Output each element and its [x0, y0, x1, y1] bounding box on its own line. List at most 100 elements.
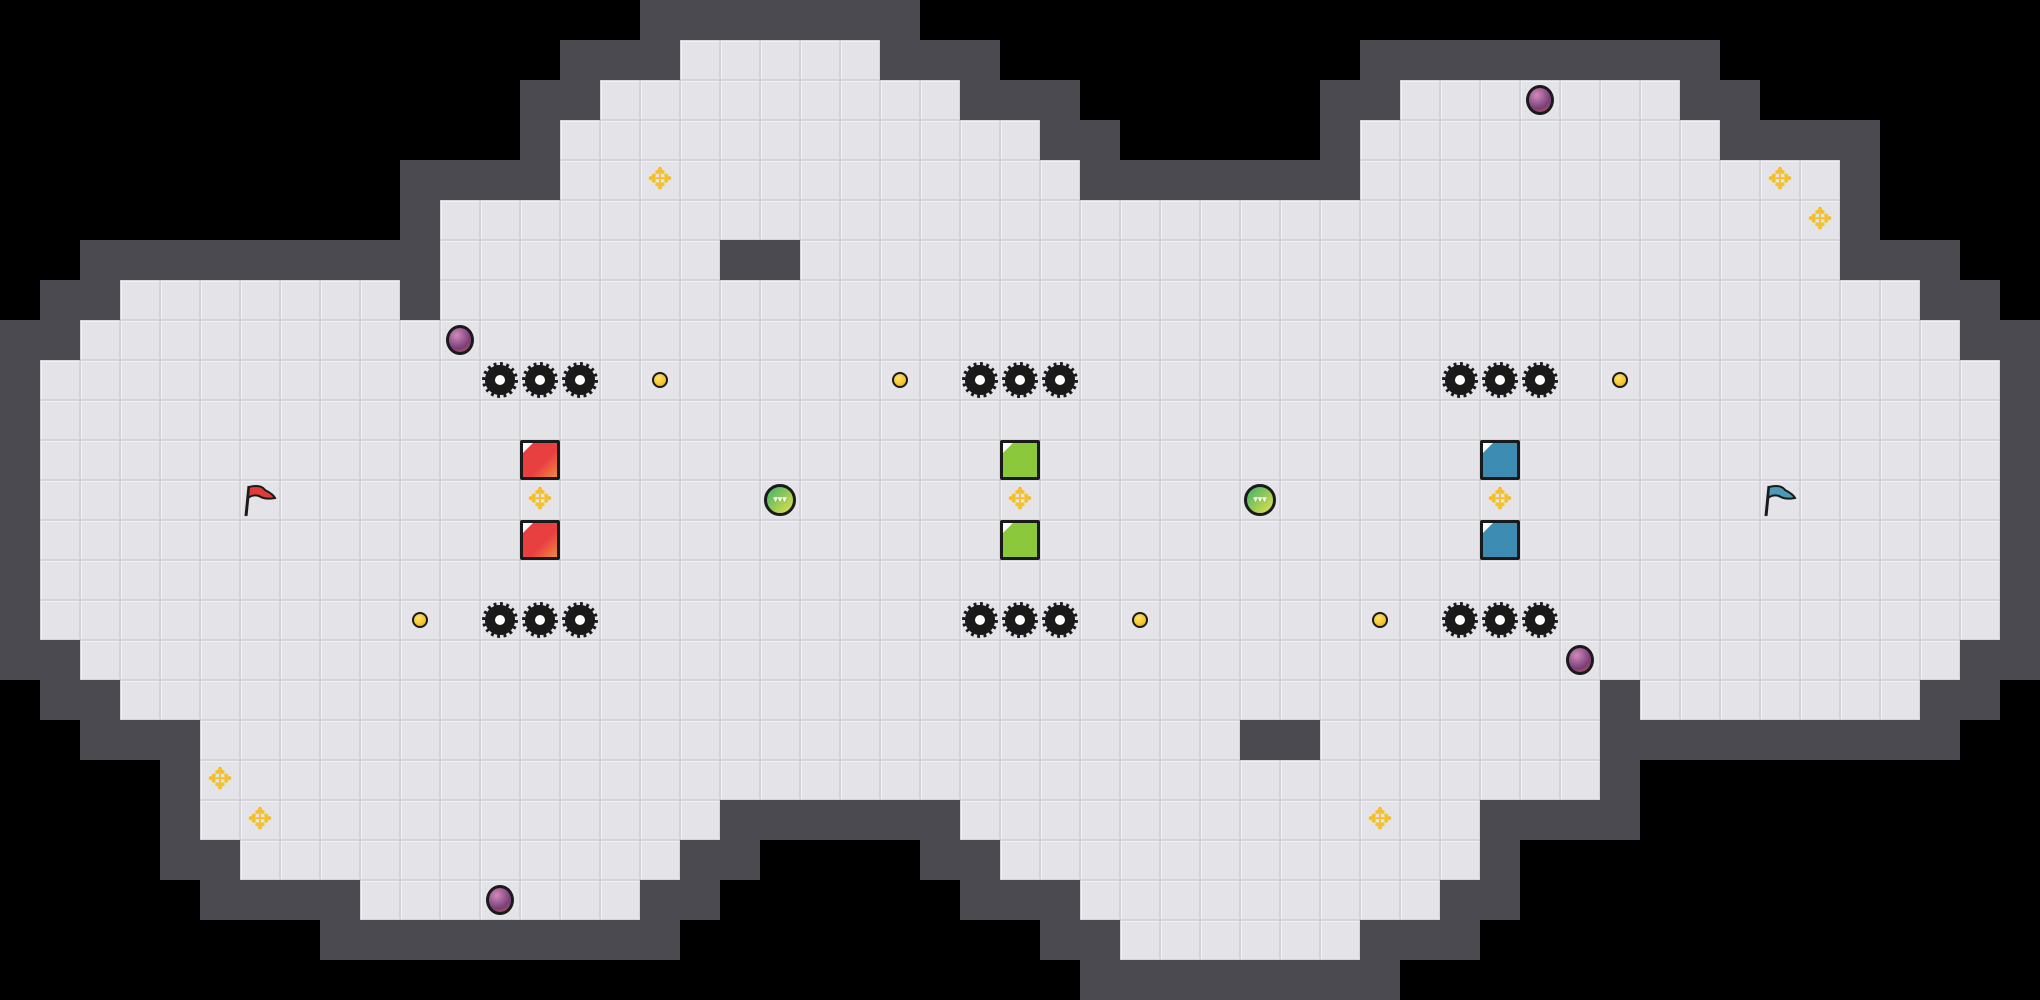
floor-tile: [1320, 920, 1360, 960]
floor-tile: [800, 520, 840, 560]
floor-tile: [1680, 320, 1720, 360]
floor-tile: [1560, 680, 1600, 720]
floor-tile: [1440, 480, 1480, 520]
floor-tile: [1040, 280, 1080, 320]
floor-tile: [1000, 280, 1040, 320]
floor-tile: [960, 160, 1000, 200]
floor-tile: [800, 200, 840, 240]
wall-tile: [1840, 200, 1880, 240]
floor-tile: [1320, 720, 1360, 760]
floor-tile: [1280, 520, 1320, 560]
floor-tile: [1800, 160, 1840, 200]
floor-tile: [1680, 680, 1720, 720]
wall-tile: [1080, 920, 1120, 960]
floor-tile: [1160, 200, 1200, 240]
floor-tile: [1720, 640, 1760, 680]
floor-tile: [1360, 800, 1400, 840]
floor-tile: [1640, 600, 1680, 640]
floor-tile: [400, 680, 440, 720]
floor-tile: [600, 120, 640, 160]
floor-tile: [320, 400, 360, 440]
wall-tile: [560, 920, 600, 960]
wall-tile: [0, 400, 40, 440]
floor-tile: [1760, 320, 1800, 360]
floor-tile: [280, 760, 320, 800]
floor-tile: [680, 240, 720, 280]
floor-tile: [680, 280, 720, 320]
floor-tile: [1800, 440, 1840, 480]
floor-tile: [1240, 600, 1280, 640]
floor-tile: [840, 120, 880, 160]
floor-tile: [120, 480, 160, 520]
floor-tile: [1240, 880, 1280, 920]
floor-tile: [1840, 440, 1880, 480]
floor-tile: [640, 560, 680, 600]
floor-tile: [800, 240, 840, 280]
floor-tile: [360, 760, 400, 800]
floor-tile: [1600, 640, 1640, 680]
coin-icon: [652, 372, 668, 388]
floor-tile: [1240, 640, 1280, 680]
floor-tile: [1920, 560, 1960, 600]
wall-tile: [1960, 320, 2000, 360]
gear-hazard-icon: [1042, 602, 1078, 638]
floor-tile: [1480, 320, 1520, 360]
floor-tile: [1000, 720, 1040, 760]
floor-tile: [200, 680, 240, 720]
floor-tile: [640, 160, 680, 200]
floor-tile: [440, 400, 480, 440]
floor-tile: [280, 320, 320, 360]
floor-tile: [1200, 720, 1240, 760]
floor-tile: [1240, 760, 1280, 800]
wall-tile: [800, 800, 840, 840]
floor-tile: [1040, 240, 1080, 280]
floor-tile: [720, 160, 760, 200]
wall-tile: [1480, 840, 1520, 880]
floor-tile: [1000, 200, 1040, 240]
floor-tile: [1440, 640, 1480, 680]
floor-tile: [1960, 520, 2000, 560]
wall-tile: [520, 160, 560, 200]
wall-tile: [1160, 160, 1200, 200]
floor-tile: [1040, 520, 1080, 560]
wall-tile: [80, 720, 120, 760]
floor-tile: [1440, 120, 1480, 160]
floor-tile: [1080, 320, 1120, 360]
floor-tile: [1280, 320, 1320, 360]
floor-tile: [960, 280, 1000, 320]
floor-tile: [1480, 120, 1520, 160]
floor-tile: [1080, 600, 1120, 640]
floor-tile: [680, 160, 720, 200]
wall-tile: [1360, 920, 1400, 960]
wall-tile: [1960, 280, 2000, 320]
floor-tile: [1200, 640, 1240, 680]
floor-tile: [80, 480, 120, 520]
floor-tile: [880, 760, 920, 800]
floor-tile: [360, 480, 400, 520]
wall-tile: [480, 160, 520, 200]
floor-tile: [640, 680, 680, 720]
floor-tile: [1760, 520, 1800, 560]
floor-tile: [1240, 240, 1280, 280]
floor-tile: [160, 640, 200, 680]
wall-tile: [1920, 280, 1960, 320]
floor-tile: [1720, 680, 1760, 720]
floor-tile: [480, 640, 520, 680]
floor-tile: [1280, 280, 1320, 320]
floor-tile: [1440, 720, 1480, 760]
floor-tile: [1560, 160, 1600, 200]
floor-tile: [480, 680, 520, 720]
floor-tile: [360, 360, 400, 400]
floor-tile: [1160, 640, 1200, 680]
floor-tile: [1360, 400, 1400, 440]
floor-tile: [440, 280, 480, 320]
floor-tile: [1600, 80, 1640, 120]
floor-tile: [1080, 480, 1120, 520]
floor-tile: [1040, 840, 1080, 880]
wall-tile: [1080, 120, 1120, 160]
wall-tile: [1320, 80, 1360, 120]
floor-tile: [1560, 360, 1600, 400]
wall-tile: [1600, 680, 1640, 720]
floor-tile: [1520, 160, 1560, 200]
